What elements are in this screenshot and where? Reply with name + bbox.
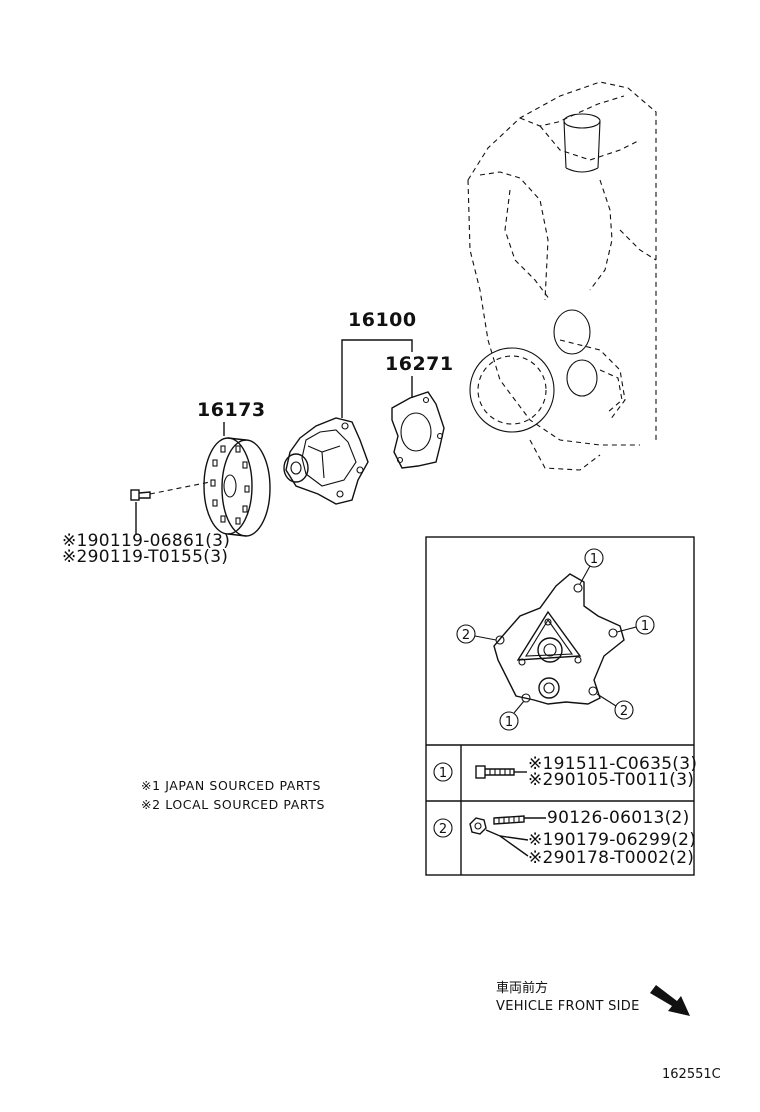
- detail-box: [425, 536, 695, 876]
- direction-label-en: VEHICLE FRONT SIDE: [496, 999, 640, 1014]
- svg-text:1: 1: [505, 715, 513, 730]
- flange-marker-top: 1: [579, 548, 604, 585]
- flange-marker-bottom-right: 2: [596, 693, 634, 720]
- note-local-sourced: ※2 LOCAL SOURCED PARTS: [141, 797, 325, 812]
- callout-water-pump-assembly: 16100: [348, 309, 417, 331]
- svg-text:2: 2: [462, 628, 470, 643]
- flange-bolt-icon: [475, 765, 515, 779]
- stud-bolt-icon: [493, 815, 525, 825]
- row-2-part-local: ※290178-T0002(2): [528, 848, 694, 868]
- svg-text:2: 2: [620, 704, 628, 719]
- callout-pulley: 16173: [197, 399, 266, 421]
- pulley-illustration: [203, 437, 271, 537]
- note-japan-sourced: ※1 JAPAN SOURCED PARTS: [141, 778, 321, 793]
- water-pump-illustration: [283, 417, 369, 505]
- row-2-marker: 2: [439, 822, 447, 837]
- engine-block-illustration: [467, 81, 657, 471]
- direction-label-jp: 車両前方: [496, 980, 548, 996]
- detail-row-2: 2 90126-06013(2) ※190179-06299(2) ※29017…: [433, 808, 696, 868]
- flange-marker-bottom-left: 1: [499, 700, 525, 731]
- nut-icon: [469, 817, 487, 835]
- pump-flange-detail-illustration: [493, 573, 625, 705]
- gasket-illustration: [391, 391, 445, 469]
- front-direction-arrow-icon: [650, 985, 690, 1016]
- row-1-marker: 1: [439, 766, 447, 781]
- pulley-bolt-illustration: [130, 481, 211, 534]
- row-2-part-japan: ※190179-06299(2): [528, 830, 696, 850]
- row-1-part-japan: ※191511-C0635(3): [528, 754, 697, 774]
- pulley-bolt-part-japan: ※190119-06861(3): [62, 531, 230, 551]
- svg-text:1: 1: [590, 552, 598, 567]
- row-2-part-stud: 90126-06013(2): [547, 808, 690, 828]
- figure-code: 162551C: [662, 1067, 721, 1082]
- flange-marker-right-top: 1: [616, 615, 655, 635]
- detail-row-1: 1 ※191511-C0635(3) ※290105-T0011(3): [433, 754, 697, 790]
- row-1-part-local: ※290105-T0011(3): [528, 770, 694, 790]
- callout-gasket: 16271: [385, 353, 454, 375]
- pulley-bolt-part-local: ※290119-T0155(3): [62, 547, 228, 567]
- flange-marker-left: 2: [456, 624, 497, 644]
- svg-text:1: 1: [641, 619, 649, 634]
